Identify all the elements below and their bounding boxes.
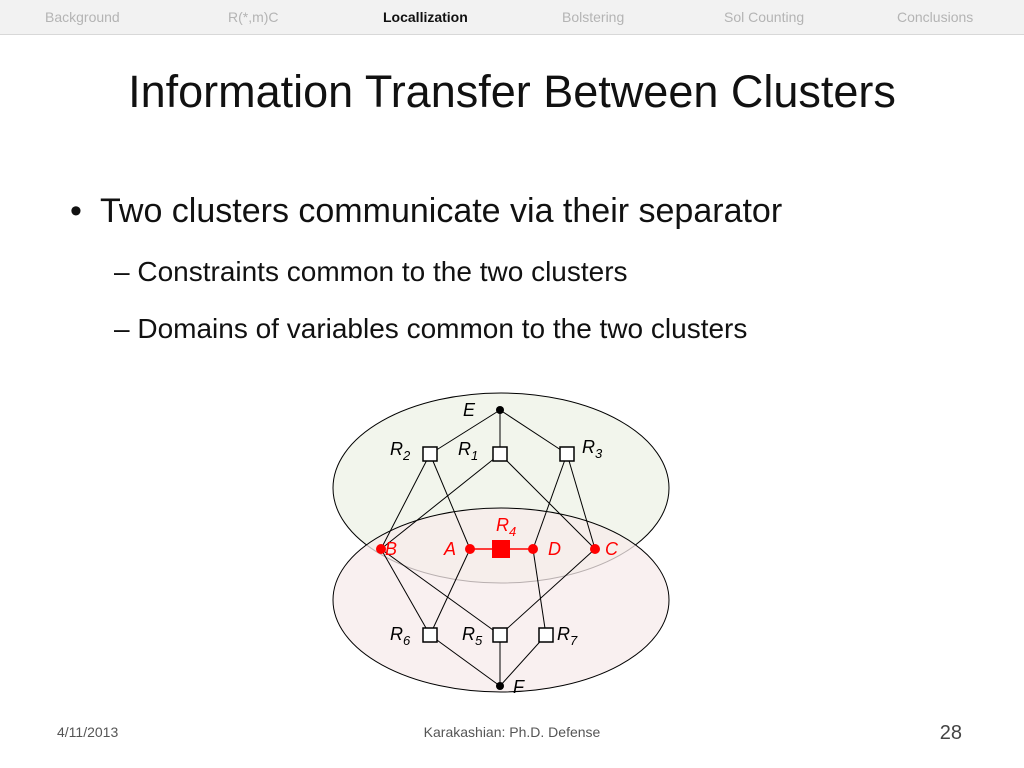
section-nav: Background R(*,m)C Locallization Bolster… [0, 0, 1024, 35]
nav-item-sol-counting[interactable]: Sol Counting [724, 9, 805, 25]
node-r7 [538, 627, 554, 643]
label-a: A [443, 539, 456, 559]
node-c [590, 544, 600, 554]
node-r4 [492, 540, 510, 558]
bottom-cluster [332, 507, 670, 693]
node-labels: E F R2 R1 R3 R6 R5 R7 [390, 400, 603, 697]
nav-item-background[interactable]: Background [45, 9, 120, 25]
nav-item-rmc[interactable]: R(*,m)C [228, 9, 279, 25]
node-f [496, 682, 504, 690]
label-r3: R3 [582, 437, 603, 461]
bullet-text: Two clusters communicate via their separ… [100, 192, 783, 230]
node-a [465, 544, 475, 554]
label-r5: R5 [462, 624, 483, 648]
slide-title: Information Transfer Between Clusters [128, 66, 896, 117]
label-e: E [463, 400, 476, 420]
sub-bullet-domains: – Domains of variables common to the two… [114, 313, 748, 344]
footer-date: 4/11/2013 [57, 724, 119, 740]
node-d [528, 544, 538, 554]
node-e [496, 406, 504, 414]
label-r2: R2 [390, 439, 411, 463]
label-f: F [513, 677, 525, 697]
label-r7: R7 [557, 624, 578, 648]
label-d: D [548, 539, 561, 559]
label-r4: R4 [496, 515, 516, 539]
nav-item-conclusions[interactable]: Conclusions [897, 9, 974, 25]
node-b [376, 544, 386, 554]
label-r1: R1 [458, 439, 478, 463]
node-r6 [422, 627, 438, 643]
label-r6: R6 [390, 624, 411, 648]
nav-item-bolstering[interactable]: Bolstering [562, 9, 625, 25]
label-c: C [605, 539, 619, 559]
separator-labels: R4 B A D C [385, 515, 619, 559]
node-r2 [422, 446, 438, 462]
nav-item-localization[interactable]: Locallization [383, 9, 468, 25]
slide-number: 28 [939, 722, 962, 744]
footer-presentation: Karakashian: Ph.D. Defense [423, 724, 601, 740]
node-r3 [559, 446, 575, 462]
bullet-marker: • [70, 192, 82, 230]
node-r1 [492, 446, 508, 462]
sub-bullet-constraints: – Constraints common to the two clusters [114, 256, 628, 287]
node-r5 [492, 627, 508, 643]
label-b: B [385, 539, 397, 559]
